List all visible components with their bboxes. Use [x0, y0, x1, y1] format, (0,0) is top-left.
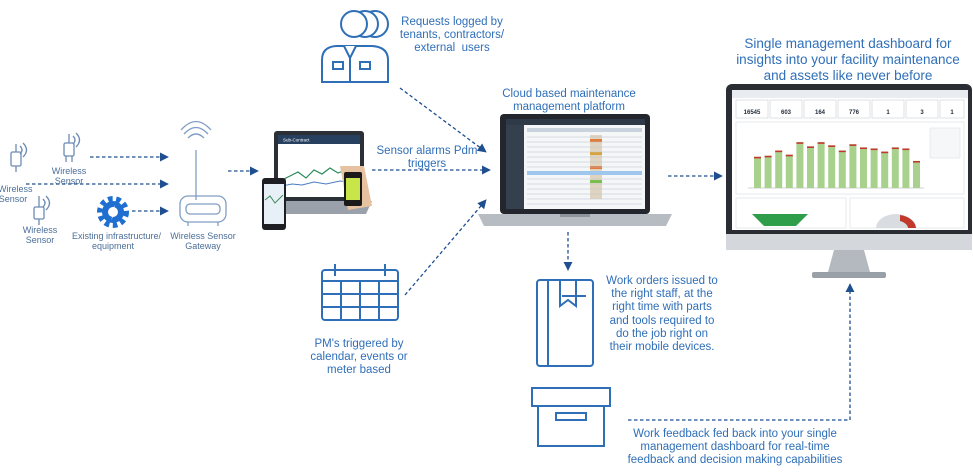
dashboard-bar-cap [796, 142, 804, 144]
dashboard-bar-cap [870, 148, 878, 151]
dashboard-bar-cap [913, 160, 920, 163]
sensor-alarms-label: Sensor alarms Pdm triggers [376, 145, 478, 171]
gateway-label: Wireless Sensor Gateway [170, 231, 236, 252]
work-orders-label: Work orders issued to the right staff, a… [606, 275, 718, 354]
dashboard-bottom-panels [735, 197, 965, 229]
dashboard-bar [870, 148, 878, 188]
dashboard-kpi-row [735, 99, 965, 119]
dashboard-bar-cap [881, 151, 889, 154]
work-orders-book-icon [536, 279, 594, 367]
dashboard-bar [807, 146, 814, 188]
dashboard-bar-cap [849, 144, 857, 146]
dashboard-kpi-value: 776 [849, 110, 860, 116]
dashboard-bar-cap [860, 147, 867, 150]
dashboard-title: Single management dashboard for insights… [736, 36, 960, 84]
dashboard-bar-cap [807, 146, 814, 148]
dashboard-bar [796, 142, 804, 188]
feedback-box-icon [531, 387, 611, 447]
existing-equipment-label: Existing infrastructure/ equipment [72, 231, 162, 252]
sensor-label-c: Wireless Sensor [22, 225, 58, 246]
dashboard-bar-cap [785, 154, 793, 157]
devices-app-name: Sub-Contract [283, 138, 310, 143]
people-icon [321, 10, 389, 83]
sensor-label-b: Wireless Sensor [51, 166, 87, 187]
dashboard-kpi-value: 164 [815, 110, 826, 116]
dashboard-bar-cap [902, 148, 910, 151]
dashboard-bar [838, 150, 846, 188]
dashboard-bar-cap [764, 155, 772, 158]
dashboard-bar-cap [828, 145, 836, 147]
dashboard-bar [849, 144, 857, 188]
dashboard-bar [902, 148, 910, 188]
wireless-sensor-icon-b [63, 132, 81, 162]
dashboard-bar [860, 147, 867, 188]
sensor-label-a: Wireless Sensor [0, 184, 33, 205]
dashboard-kpi-value: 1 [950, 110, 954, 116]
platform-title: Cloud based maintenance management platf… [502, 88, 636, 114]
connectors [26, 87, 855, 421]
dashboard-bar-cap [817, 142, 825, 144]
dashboard-bar [775, 150, 783, 188]
platform-rows [527, 136, 642, 205]
dashboard-bar [881, 151, 889, 188]
requests-label: Requests logged by tenants, contractors/… [399, 16, 505, 55]
dashboard-kpi-value: 16545 [744, 110, 761, 116]
dashboard-kpi-value: 3 [920, 110, 924, 116]
gateway-icon [179, 120, 227, 226]
dashboard-bar [891, 147, 899, 188]
dashboard-bar [754, 156, 761, 188]
sensor-data-devices [262, 131, 372, 230]
platform-laptop [478, 114, 672, 226]
dashboard-bar [817, 142, 825, 188]
gear-icon [97, 196, 129, 228]
dashboard-bar [828, 145, 836, 188]
wireless-sensor-icon-a [10, 142, 28, 172]
dashboard-bar [913, 160, 920, 188]
wireless-sensor-icon-c [33, 195, 51, 225]
dashboard-kpi-value: 603 [781, 110, 792, 116]
pm-triggers-label: PM's triggered by calendar, events or me… [310, 338, 408, 377]
dashboard-kpi-value: 1 [886, 110, 890, 116]
dashboard-bar-cap [838, 150, 846, 153]
calendar-icon [321, 264, 399, 321]
dashboard-bar-cap [775, 150, 783, 153]
dashboard-kpi-values: 16545 603 164 776 1 3 1 [744, 110, 955, 116]
dashboard-bar [785, 154, 793, 188]
feedback-label: Work feedback fed back into your single … [627, 428, 843, 467]
dashboard-bars [754, 142, 920, 188]
dashboard-bar-cap [891, 147, 899, 150]
dashboard-bar-cap [754, 156, 761, 159]
dashboard-bar [764, 155, 772, 188]
